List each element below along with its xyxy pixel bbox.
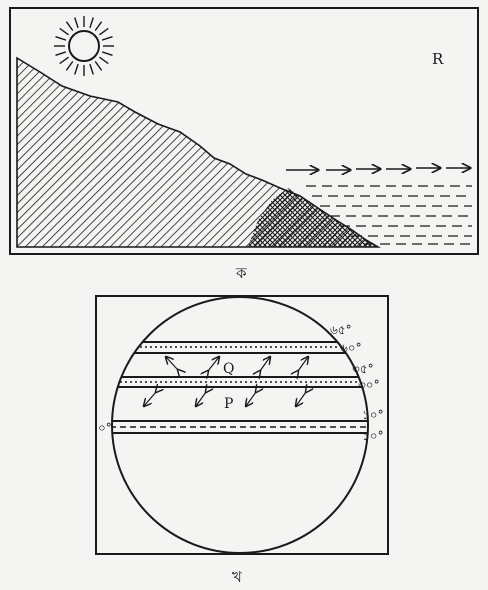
lat-label-60: ৬০° bbox=[340, 341, 362, 355]
wind-arrows-p bbox=[144, 392, 306, 406]
latitude-bands bbox=[112, 341, 368, 434]
lat-label-30: ৩০° bbox=[358, 378, 380, 392]
sun-icon bbox=[54, 16, 114, 76]
caption-a: ক bbox=[235, 264, 247, 282]
wind-arrows bbox=[286, 168, 470, 170]
sun-ray bbox=[101, 36, 113, 41]
lat-label-10s: ১০° bbox=[362, 429, 384, 443]
figure-b: Q P ৬৫° ৬০° ৩৫° ৩০° ১০° ১০° ০° bbox=[95, 295, 389, 555]
lat-label-35: ৩৫° bbox=[352, 362, 374, 376]
sun-ray bbox=[94, 21, 103, 32]
sun-ray bbox=[101, 51, 113, 56]
lat-label-65: ৬৫° bbox=[330, 323, 352, 337]
sea-water bbox=[306, 185, 472, 245]
sun-ray bbox=[65, 21, 74, 32]
sun-ray bbox=[59, 56, 70, 65]
globe bbox=[111, 296, 369, 554]
sun-ray bbox=[74, 63, 79, 75]
coastal-zone bbox=[248, 188, 378, 247]
sun-ray bbox=[89, 63, 94, 75]
lat-label-0: ০° bbox=[98, 421, 112, 435]
sun-ray bbox=[98, 56, 109, 65]
sun-ray bbox=[55, 51, 67, 56]
figure-b-frame bbox=[95, 295, 389, 555]
sun-ray bbox=[98, 27, 109, 36]
sun-ray bbox=[55, 36, 67, 41]
sun-ray bbox=[59, 27, 70, 36]
wind-arrows-q bbox=[166, 357, 308, 371]
figure-a: R bbox=[9, 7, 479, 255]
sun-ray bbox=[94, 60, 103, 71]
label-p: P bbox=[224, 396, 233, 412]
lat-label-10n: ১০° bbox=[362, 408, 384, 422]
label-q: Q bbox=[223, 361, 234, 377]
figure-a-frame bbox=[9, 7, 479, 255]
caption-b: খ bbox=[232, 568, 243, 586]
sun-ray bbox=[65, 60, 74, 71]
sun-ray bbox=[74, 17, 79, 29]
sun-ray bbox=[89, 17, 94, 29]
label-r: R bbox=[432, 50, 444, 68]
